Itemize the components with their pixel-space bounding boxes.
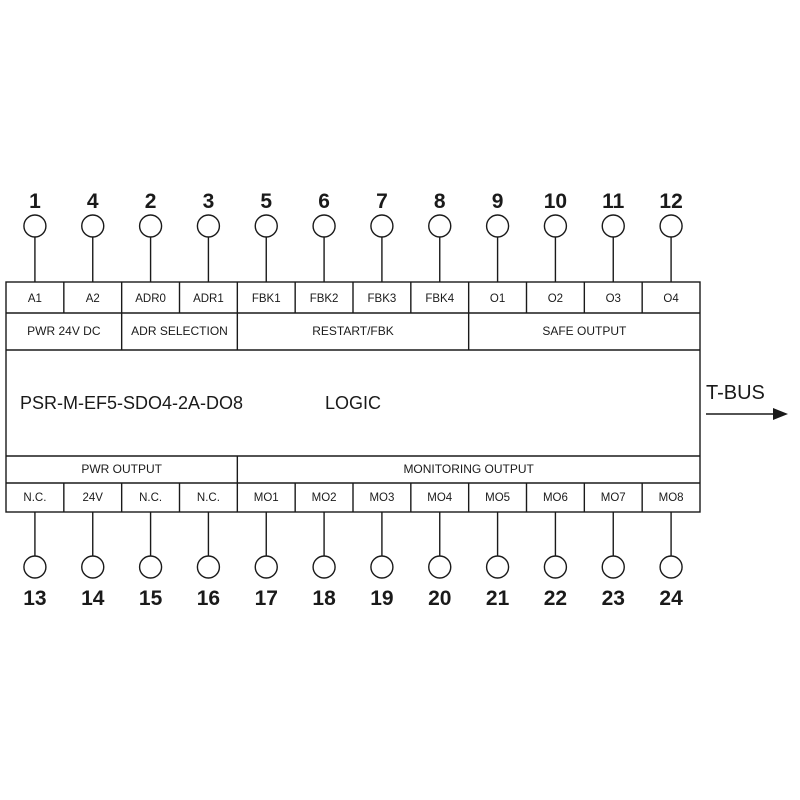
top-pin-number: 4 [87, 190, 99, 213]
terminal-screw [81, 555, 105, 579]
terminal-screw [312, 214, 336, 238]
bottom-terminal-label: N.C. [197, 492, 220, 504]
top-terminal-label: O3 [606, 293, 621, 305]
top-pin-number: 10 [544, 190, 567, 213]
bottom-pin-number: 15 [139, 587, 163, 610]
terminal-screw [659, 214, 683, 238]
top-pin-number: 3 [203, 190, 215, 213]
terminal-screw [485, 214, 510, 238]
bottom-terminal-label: MO2 [312, 492, 337, 504]
bottom-terminal-label: MO3 [369, 492, 394, 504]
bottom-terminal-label: MO8 [659, 492, 684, 504]
bottom-pin-number: 19 [370, 587, 393, 610]
logic-label: LOGIC [325, 393, 381, 413]
top-terminal-label: A2 [86, 293, 100, 305]
terminal-screw [370, 555, 394, 579]
top-pin-number: 8 [434, 190, 446, 213]
terminal-screw [543, 214, 568, 238]
bottom-pin-number: 13 [23, 587, 46, 610]
terminal-screw [428, 214, 452, 238]
bottom-pin-number: 22 [544, 587, 567, 610]
terminal-screw [254, 555, 278, 579]
bottom-pin-number: 23 [602, 587, 625, 610]
bottom-terminal-label: MO7 [601, 492, 626, 504]
terminal-screw [485, 555, 510, 579]
module-name: PSR-M-EF5-SDO4-2A-DO8 [20, 393, 243, 413]
bottom-pin-number: 24 [659, 587, 683, 610]
terminal-screw [23, 555, 47, 579]
terminal-screw [312, 555, 336, 579]
bottom-group-label: MONITORING OUTPUT [403, 462, 534, 476]
bottom-pin-number: 20 [428, 587, 451, 610]
bottom-terminal-label: MO5 [485, 492, 510, 504]
terminal-screw [196, 214, 221, 238]
bottom-pin-number: 14 [81, 587, 105, 610]
bottom-pin-number: 21 [486, 587, 510, 610]
top-pin-number: 5 [260, 190, 272, 213]
terminal-screw [601, 214, 625, 238]
top-terminal-label: ADR1 [193, 293, 224, 305]
top-pin-number: 7 [376, 190, 388, 213]
top-pin-number: 1 [29, 190, 41, 213]
top-terminal-label: O1 [490, 293, 505, 305]
top-terminal-label: FBK4 [425, 293, 454, 305]
top-terminal-label: FBK2 [310, 293, 339, 305]
bottom-terminal-label: 24V [83, 492, 104, 504]
bottom-terminal-label: N.C. [139, 492, 162, 504]
top-terminal-label: FBK3 [368, 293, 397, 305]
bottom-terminal-label: MO4 [427, 492, 453, 504]
terminal-screw [138, 214, 163, 238]
top-pin-number: 12 [659, 190, 682, 213]
top-group-label: ADR SELECTION [131, 324, 228, 338]
bottom-pin-number: 18 [312, 587, 336, 610]
bottom-group-label: PWR OUTPUT [81, 462, 162, 476]
t-bus-arrow [706, 408, 788, 420]
top-group-label: RESTART/FBK [312, 324, 394, 338]
terminal-screw [23, 214, 47, 238]
top-pin-number: 9 [492, 190, 504, 213]
top-group-label: PWR 24V DC [27, 324, 101, 338]
top-terminal-label: O2 [548, 293, 563, 305]
top-terminal-label: ADR0 [135, 293, 166, 305]
terminal-screw [81, 214, 105, 238]
terminal-screw [196, 555, 221, 579]
terminal-screw [138, 555, 163, 579]
bottom-terminal-label: N.C. [23, 492, 46, 504]
top-terminal-label: FBK1 [252, 293, 281, 305]
bottom-terminal-label: MO1 [254, 492, 279, 504]
t-bus-label: T-BUS [706, 382, 765, 404]
top-group-label: SAFE OUTPUT [542, 324, 627, 338]
bottom-terminal-label: MO6 [543, 492, 568, 504]
bottom-pin-number: 17 [255, 587, 278, 610]
terminal-screw [543, 555, 568, 579]
terminal-screw [370, 214, 394, 238]
top-pin-number: 6 [318, 190, 330, 213]
terminal-screw [254, 214, 278, 238]
top-terminal-label: A1 [28, 293, 42, 305]
top-terminal-label: O4 [663, 293, 679, 305]
terminal-screw [601, 555, 625, 579]
terminal-screw [659, 555, 683, 579]
bottom-pin-number: 16 [197, 587, 220, 610]
terminal-screw [428, 555, 452, 579]
top-pin-number: 2 [145, 190, 157, 213]
top-pin-number: 11 [602, 190, 625, 213]
